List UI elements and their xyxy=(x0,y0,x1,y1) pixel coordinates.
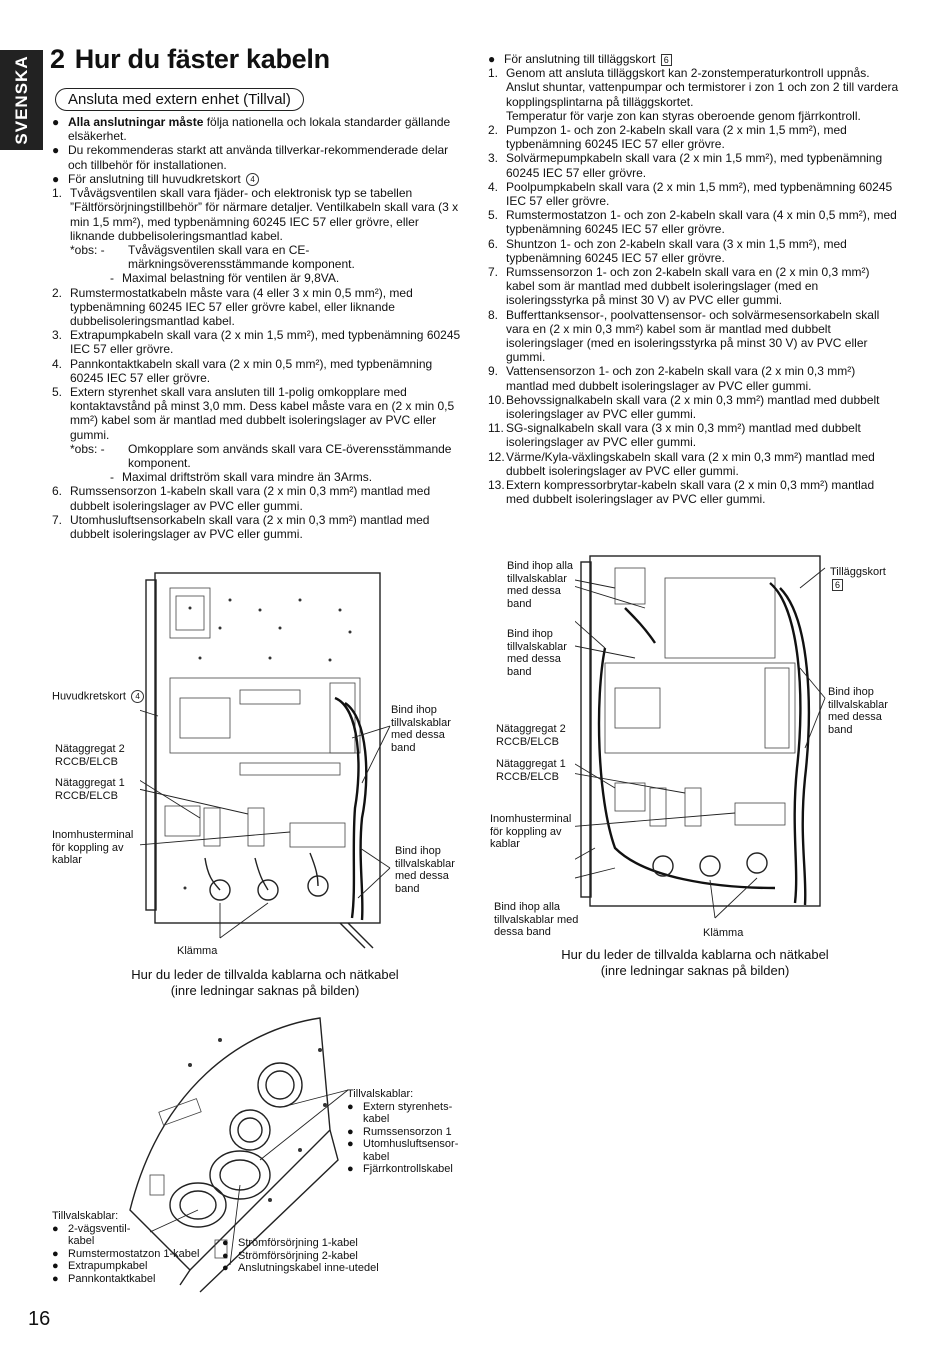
figure-caption: Hur du leder de tillvalda kablarna och n… xyxy=(561,947,829,978)
list-item: 9.Vattensensorzon 1- och zon 2-kabeln sk… xyxy=(488,364,856,393)
obs-note: -Maximal belastning för ventilen är 9,8V… xyxy=(110,271,340,286)
list-item: 1.Tvåvägsventilen skall vara fjäder- och… xyxy=(52,186,459,243)
wiring-diagram-addon xyxy=(575,555,826,919)
list-item: 4.Pannkontaktkabeln skall vara (2 x min … xyxy=(52,356,433,385)
section-title-text: Hur du fäster kabeln xyxy=(74,44,330,74)
list-item: 3.Solvärmepumpkabeln skall vara (2 x min… xyxy=(488,151,883,180)
wiring-diagram-main xyxy=(140,572,391,949)
label-klamma: Klämma xyxy=(703,927,744,939)
list-item: 8.Bufferttanksensor-, poolvattensensor- … xyxy=(488,307,880,365)
list-item: 2.Pumpzon 1- och zon 2-kabeln skall vara… xyxy=(488,123,847,152)
ref-box: 6 xyxy=(660,54,672,66)
label-nataggregat-1: Nätaggregat 1 RCCB/ELCB xyxy=(496,758,566,783)
optional-cables-right: Tillvalskablar: ●Extern styrenhets-kabel… xyxy=(347,1088,459,1175)
left-bullet: ●Du rekommenderas starkt att använda til… xyxy=(52,143,462,171)
subheading-pill: Ansluta med extern enhet (Tillval) xyxy=(55,88,304,111)
list-item: 6.Rumssensorzon 1-kabeln skall vara (2 x… xyxy=(52,484,431,513)
list-item: 7.Utomhusluftsensorkabeln skall vara (2 … xyxy=(52,512,430,542)
obs-note: *obs: -Tvåvägsventilen skall vara en CE-… xyxy=(70,242,355,272)
label-bind-ihop-1: Bind ihop tillvalskablar med dessa band xyxy=(391,704,451,754)
label-bind-ihop-2: Bind ihop tillvalskablar med dessa band xyxy=(395,845,455,895)
label-bind-mid: Bind ihop tillvalskablar med dessa band xyxy=(507,628,567,678)
label-nataggregat-2: Nätaggregat 2 RCCB/ELCB xyxy=(496,723,566,748)
right-bullet: ●För anslutning till tilläggskort 6 xyxy=(488,52,900,66)
obs-note: -Maximal driftström skall vara mindre än… xyxy=(110,470,373,485)
list-item: 6.Shuntzon 1- och zon 2-kabeln skall var… xyxy=(488,236,847,265)
list-item: 5.Extern styrenhet skall vara ansluten t… xyxy=(52,384,455,442)
ref-circle: 4 xyxy=(246,173,260,187)
label-bind-right: Bind ihop tillvalskablar med dessa band xyxy=(828,686,888,736)
list-item: 1.Genom att ansluta tilläggskort kan 2-z… xyxy=(488,66,899,123)
bullet-text: följa nationella och lokala standarder g… xyxy=(68,115,451,144)
label-bind-alla-bottom: Bind ihop alla tillvalskablar med dessa … xyxy=(494,901,579,938)
bullet-bold: Alla anslutningar måste xyxy=(68,115,204,129)
label-bind-alla-top: Bind ihop alla tillvalskablar med dessa … xyxy=(507,560,574,610)
page-number: 16 xyxy=(28,1308,51,1330)
list-item: 10.Behovssignalkabeln skall vara (2 x mi… xyxy=(488,392,880,422)
bullet-text: För anslutning till huvudkretskort xyxy=(68,171,241,186)
cable-entry-illustration xyxy=(129,1017,349,1293)
list-item: 13.Extern kompressorbrytar-kabeln skall … xyxy=(488,478,875,507)
list-item: 2.Rumstermostatkabeln måste vara (4 elle… xyxy=(52,285,413,328)
list-item: 7.Rumssensorzon 1- och zon 2-kabeln skal… xyxy=(488,265,870,308)
label-inomhusterminal: Inomhusterminal för koppling av kablar xyxy=(490,813,572,850)
optional-cables-left: Tillvalskablar: ●2-vägsventil-kabel ●Rum… xyxy=(52,1210,200,1285)
list-item: 11.SG-signalkabeln skall vara (3 x min 0… xyxy=(488,421,861,450)
left-bullet: ●För anslutning till huvudkretskort 4 xyxy=(52,171,462,187)
language-tab-label: SVENSKA xyxy=(11,55,31,145)
right-column: ●För anslutning till tilläggskort 6 1.Ge… xyxy=(488,52,900,507)
list-item: 12.Värme/Kyla-växlingskabeln skall vara … xyxy=(488,449,875,478)
list-item: 3.Extrapumpkabeln skall vara (2 x min 1,… xyxy=(52,328,461,357)
list-item: 4.Poolpumpkabeln skall vara (2 x min 1,5… xyxy=(488,179,893,209)
section-number: 2 xyxy=(50,44,65,74)
language-tab: SVENSKA xyxy=(0,50,43,150)
label-nataggregat-1: Nätaggregat 1 RCCB/ELCB xyxy=(55,777,125,802)
figure-caption: Hur du leder de tillvalda kablarna och n… xyxy=(131,967,399,998)
left-bullet: ●Alla anslutningar måste följa nationell… xyxy=(52,115,451,144)
label-huvudkretskort: Huvudkretskort 4 xyxy=(52,690,145,703)
label-nataggregat-2: Nätaggregat 2 RCCB/ELCB xyxy=(55,743,125,768)
bullet-text: Du rekommenderas starkt att använda till… xyxy=(68,143,449,172)
label-inomhusterminal: Inomhusterminal för koppling av kablar xyxy=(52,829,134,866)
obs-note: *obs: -Omkopplare som används skall vara… xyxy=(70,441,452,470)
list-item: 5.Rumstermostatzon 1- och zon 2-kabeln s… xyxy=(488,208,897,237)
power-cables: ●Strömförsörjning 1-kabel ●Strömförsörjn… xyxy=(222,1237,379,1274)
section-title: 2 Hur du fäster kabeln xyxy=(50,44,330,75)
left-column: ●Alla anslutningar måste följa nationell… xyxy=(52,115,462,541)
label-klamma: Klämma xyxy=(177,945,218,957)
